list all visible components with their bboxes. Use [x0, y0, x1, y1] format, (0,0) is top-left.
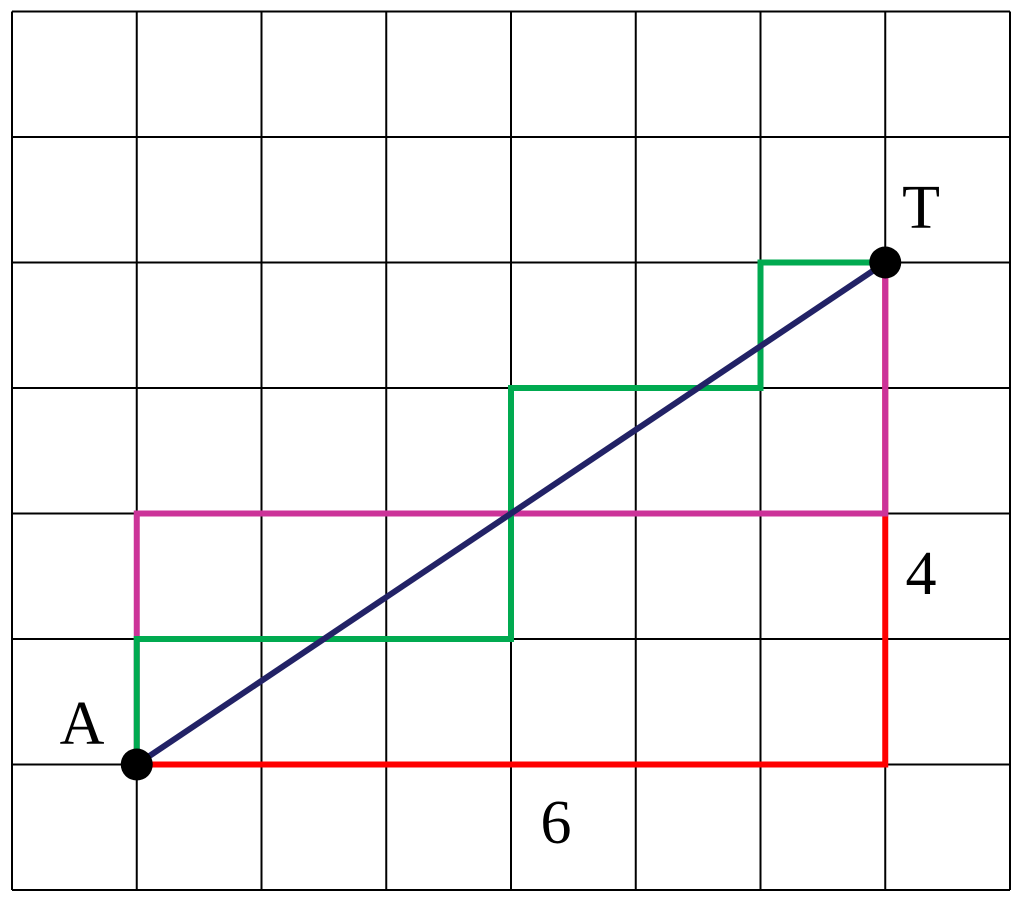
- diagonal-segment: [132, 258, 890, 769]
- point-t-dot: [869, 246, 902, 279]
- point-a-dot: [120, 748, 153, 781]
- vertical-length-label: 4: [906, 540, 937, 608]
- horizontal-length-label: 6: [541, 789, 572, 857]
- point-label-a: A: [60, 690, 105, 758]
- points: [120, 246, 902, 781]
- green-path: [133, 259, 889, 768]
- paths: [132, 258, 890, 769]
- point-label-t: T: [902, 174, 940, 242]
